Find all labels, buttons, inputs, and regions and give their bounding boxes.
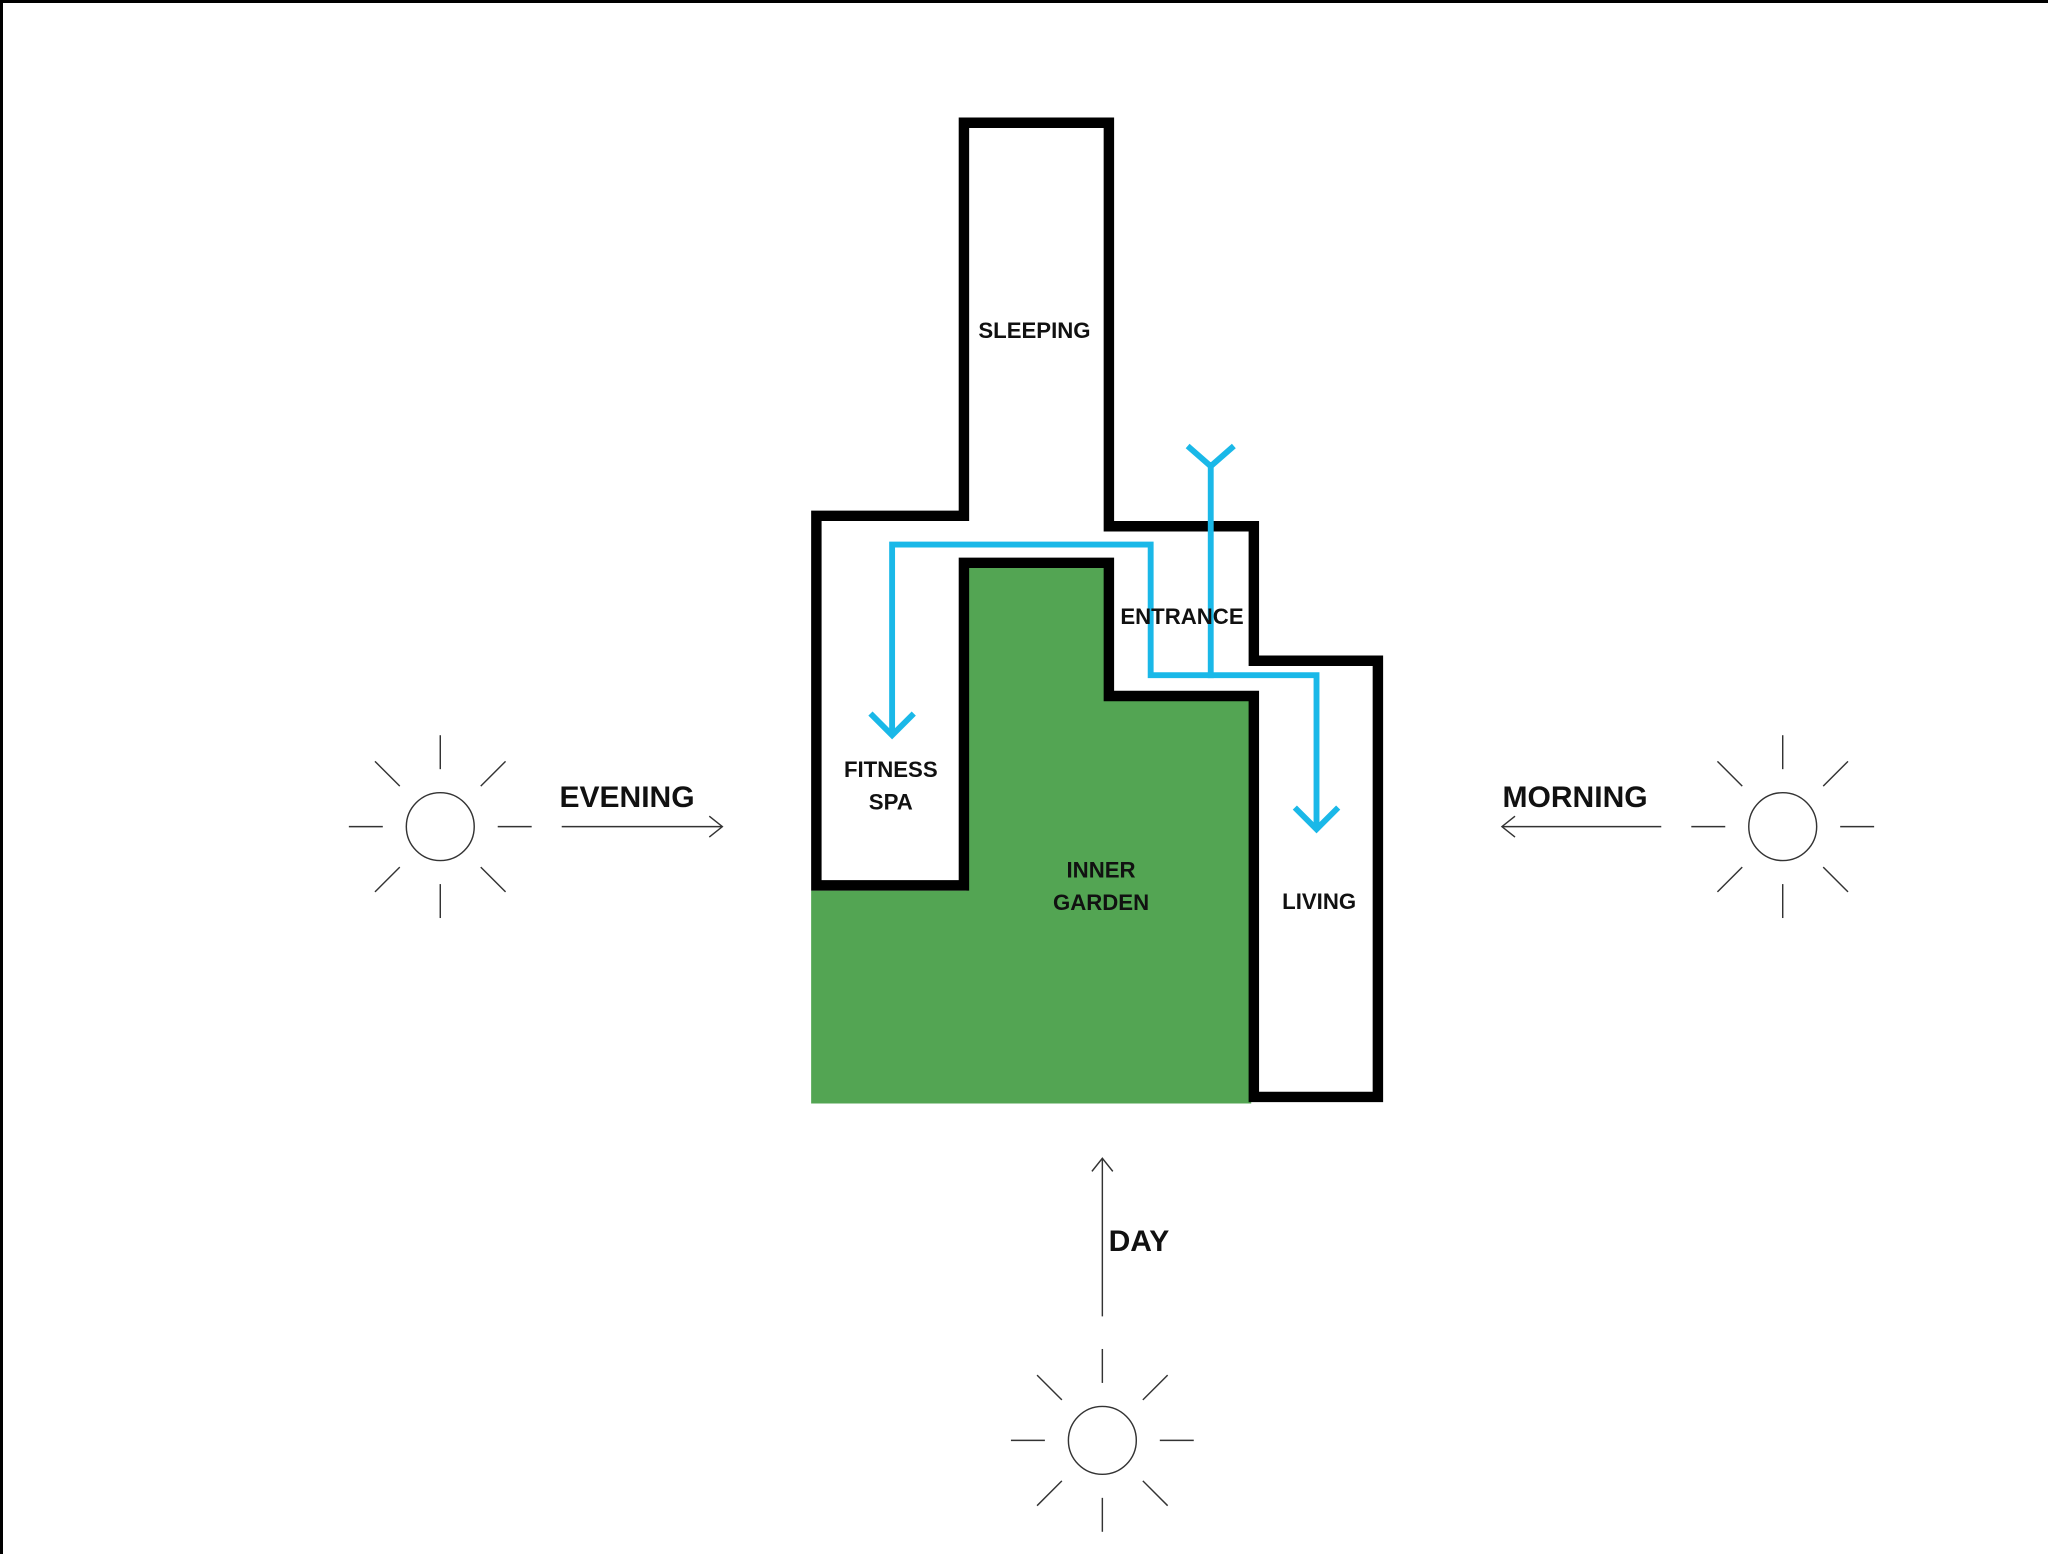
circulation-paths xyxy=(868,443,1341,834)
arrowhead-fitness-icon xyxy=(868,711,916,740)
building-outline xyxy=(811,117,1384,1103)
room-label-living: LIVING xyxy=(1282,889,1356,914)
sun-evening-icon xyxy=(348,735,532,919)
morning-arrow-icon xyxy=(1500,815,1662,838)
room-label-sleeping: SLEEPING xyxy=(978,318,1090,343)
room-label-spa: SPA xyxy=(869,790,913,815)
room-label-inner: INNER xyxy=(1067,858,1136,883)
inner-garden-area xyxy=(811,558,1252,1104)
label-day: DAY xyxy=(1109,1225,1170,1258)
sun-morning-icon xyxy=(1691,735,1875,919)
arrowhead-living-icon xyxy=(1292,805,1341,834)
entry-marker-icon xyxy=(1185,443,1236,471)
room-label-entrance: ENTRANCE xyxy=(1120,604,1243,629)
circulation-path xyxy=(889,541,1320,829)
day-arrow-icon xyxy=(1091,1157,1114,1317)
sun-day-icon xyxy=(1010,1348,1194,1532)
label-evening: EVENING xyxy=(559,781,694,814)
room-label-garden: GARDEN xyxy=(1053,890,1149,915)
label-morning: MORNING xyxy=(1503,781,1648,814)
room-label-fitness: FITNESS xyxy=(844,757,938,782)
evening-arrow-icon xyxy=(561,815,724,838)
